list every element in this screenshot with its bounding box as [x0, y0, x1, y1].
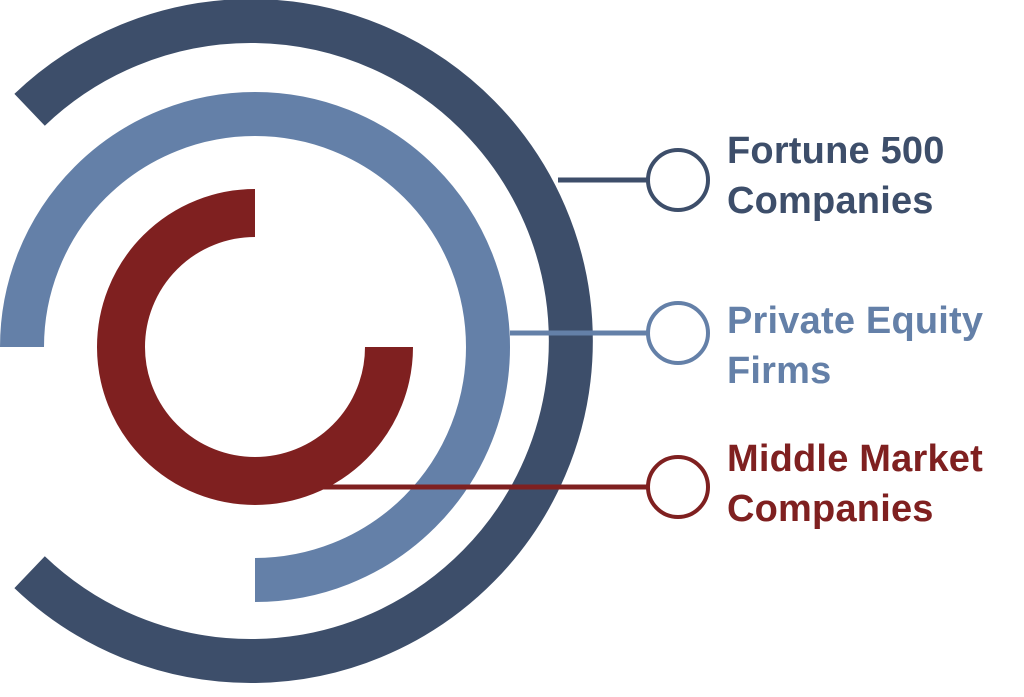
middle-market-label-line-1: Middle Market	[727, 438, 983, 480]
fortune-500-ring	[14, 0, 593, 683]
fortune-500-label-line-2: Companies	[727, 180, 934, 222]
private-equity-label: Private Equity Firms	[727, 296, 983, 396]
middle-market-marker	[646, 455, 710, 519]
private-equity-label-line-1: Private Equity	[727, 300, 984, 342]
private-equity-ring	[0, 92, 510, 602]
middle-market-label: Middle Market Companies	[727, 434, 983, 534]
middle-market-ring	[97, 189, 413, 505]
middle-market-label-line-2: Companies	[727, 488, 934, 530]
fortune-500-label: Fortune 500 Companies	[727, 126, 945, 226]
private-equity-marker	[646, 301, 710, 365]
fortune-500-label-line-1: Fortune 500	[727, 130, 945, 172]
fortune-500-marker	[646, 148, 710, 212]
private-equity-label-line-2: Firms	[727, 350, 832, 392]
